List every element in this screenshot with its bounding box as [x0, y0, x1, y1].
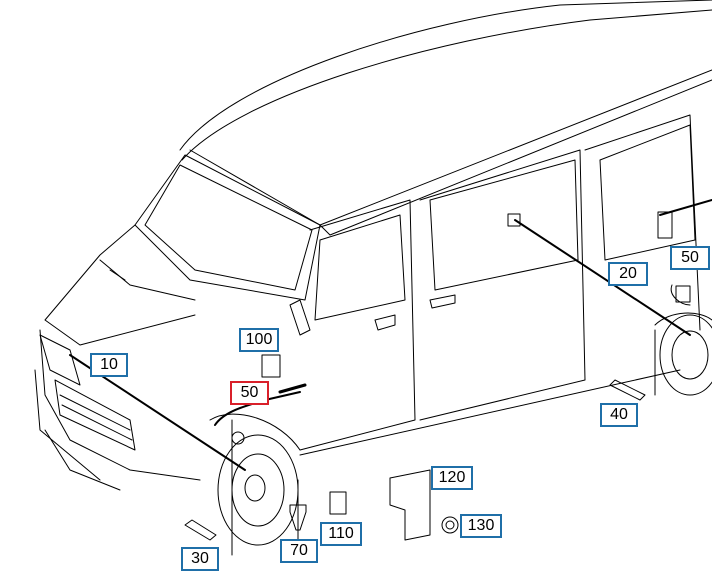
- part-120-glyph: [389, 469, 431, 541]
- part-30-glyph: [184, 519, 217, 541]
- part-50-glyph: [278, 383, 307, 394]
- callout-130[interactable]: 130: [460, 514, 502, 538]
- side-door: [419, 149, 586, 421]
- callout-100[interactable]: 100: [239, 328, 279, 352]
- callout-110[interactable]: 110: [320, 522, 362, 546]
- grille: [39, 329, 201, 481]
- mirror: [289, 299, 311, 336]
- callout-20[interactable]: 20: [608, 262, 648, 286]
- callout-30[interactable]: 30: [181, 547, 219, 571]
- callout-50-selected[interactable]: 50: [230, 381, 269, 405]
- rear-wheel: [659, 314, 712, 396]
- van-roof: [179, 0, 712, 151]
- front-door: [299, 199, 416, 451]
- part-130-glyph: [441, 516, 459, 534]
- callout-70[interactable]: 70: [280, 539, 318, 563]
- callout-40[interactable]: 40: [600, 403, 638, 427]
- rear-sensor-cable: [514, 219, 691, 336]
- windshield: [134, 154, 321, 301]
- callout-120[interactable]: 120: [431, 466, 473, 490]
- front-wheel: [217, 434, 299, 546]
- part-100-glyph: [261, 354, 281, 378]
- callout-50-rear[interactable]: 50: [670, 246, 710, 270]
- callout-10[interactable]: 10: [90, 353, 128, 377]
- hood: [44, 224, 196, 346]
- part-110-glyph: [329, 491, 347, 515]
- part-40-glyph: [609, 379, 646, 401]
- part-70-glyph: [289, 504, 307, 531]
